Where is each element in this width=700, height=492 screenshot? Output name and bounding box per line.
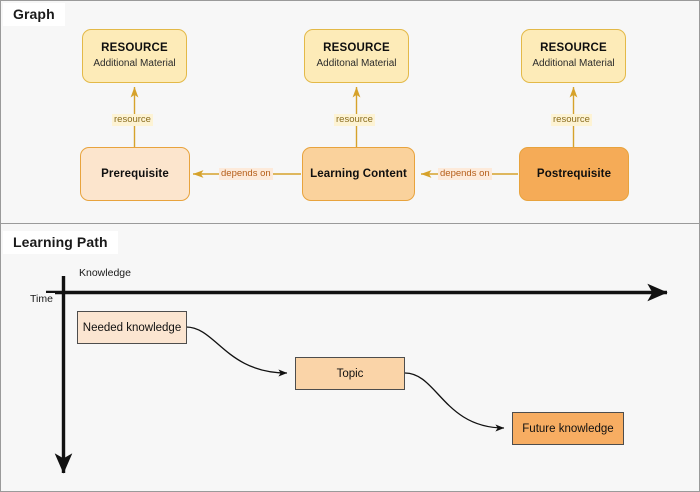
resource-node-3[interactable]: RESOURCE Additional Material <box>521 29 626 83</box>
path-box-needed-knowledge-label: Needed knowledge <box>82 321 182 334</box>
resource-node-2-title: RESOURCE <box>323 41 390 54</box>
resource-node-2[interactable]: RESOURCE Additonal Material <box>304 29 409 83</box>
edge-label-resource-2: resource <box>334 114 375 127</box>
edge-label-depends-on-2: depends on <box>438 168 492 181</box>
resource-node-1-subtitle: Additional Material <box>93 58 176 70</box>
step-node-learning-content-label: Learning Content <box>310 168 407 180</box>
step-node-prerequisite[interactable]: Prerequisite <box>80 147 190 201</box>
axis-label-knowledge: Knowledge <box>77 267 133 279</box>
path-box-topic-label: Topic <box>336 367 364 380</box>
path-box-needed-knowledge[interactable]: Needed knowledge <box>77 311 187 344</box>
resource-node-2-subtitle: Additonal Material <box>316 58 397 70</box>
path-box-future-knowledge[interactable]: Future knowledge <box>512 412 624 445</box>
step-node-prerequisite-label: Prerequisite <box>101 168 169 180</box>
section-title-learning-path: Learning Path <box>3 231 118 254</box>
section-divider <box>1 223 699 224</box>
resource-node-3-subtitle: Additional Material <box>532 58 615 70</box>
edge-label-depends-on-1: depends on <box>219 168 273 181</box>
step-node-postrequisite[interactable]: Postrequisite <box>519 147 629 201</box>
edge-label-resource-3: resource <box>551 114 592 127</box>
step-node-postrequisite-label: Postrequisite <box>536 168 612 180</box>
resource-node-1-title: RESOURCE <box>101 41 168 54</box>
edge-label-resource-1: resource <box>112 114 153 127</box>
step-node-learning-content[interactable]: Learning Content <box>302 147 415 201</box>
section-title-graph: Graph <box>3 3 65 26</box>
resource-node-3-title: RESOURCE <box>540 41 607 54</box>
path-box-topic[interactable]: Topic <box>295 357 405 390</box>
path-box-future-knowledge-label: Future knowledge <box>522 422 614 435</box>
resource-node-1[interactable]: RESOURCE Additional Material <box>82 29 187 83</box>
axis-label-time: Time <box>28 293 55 305</box>
